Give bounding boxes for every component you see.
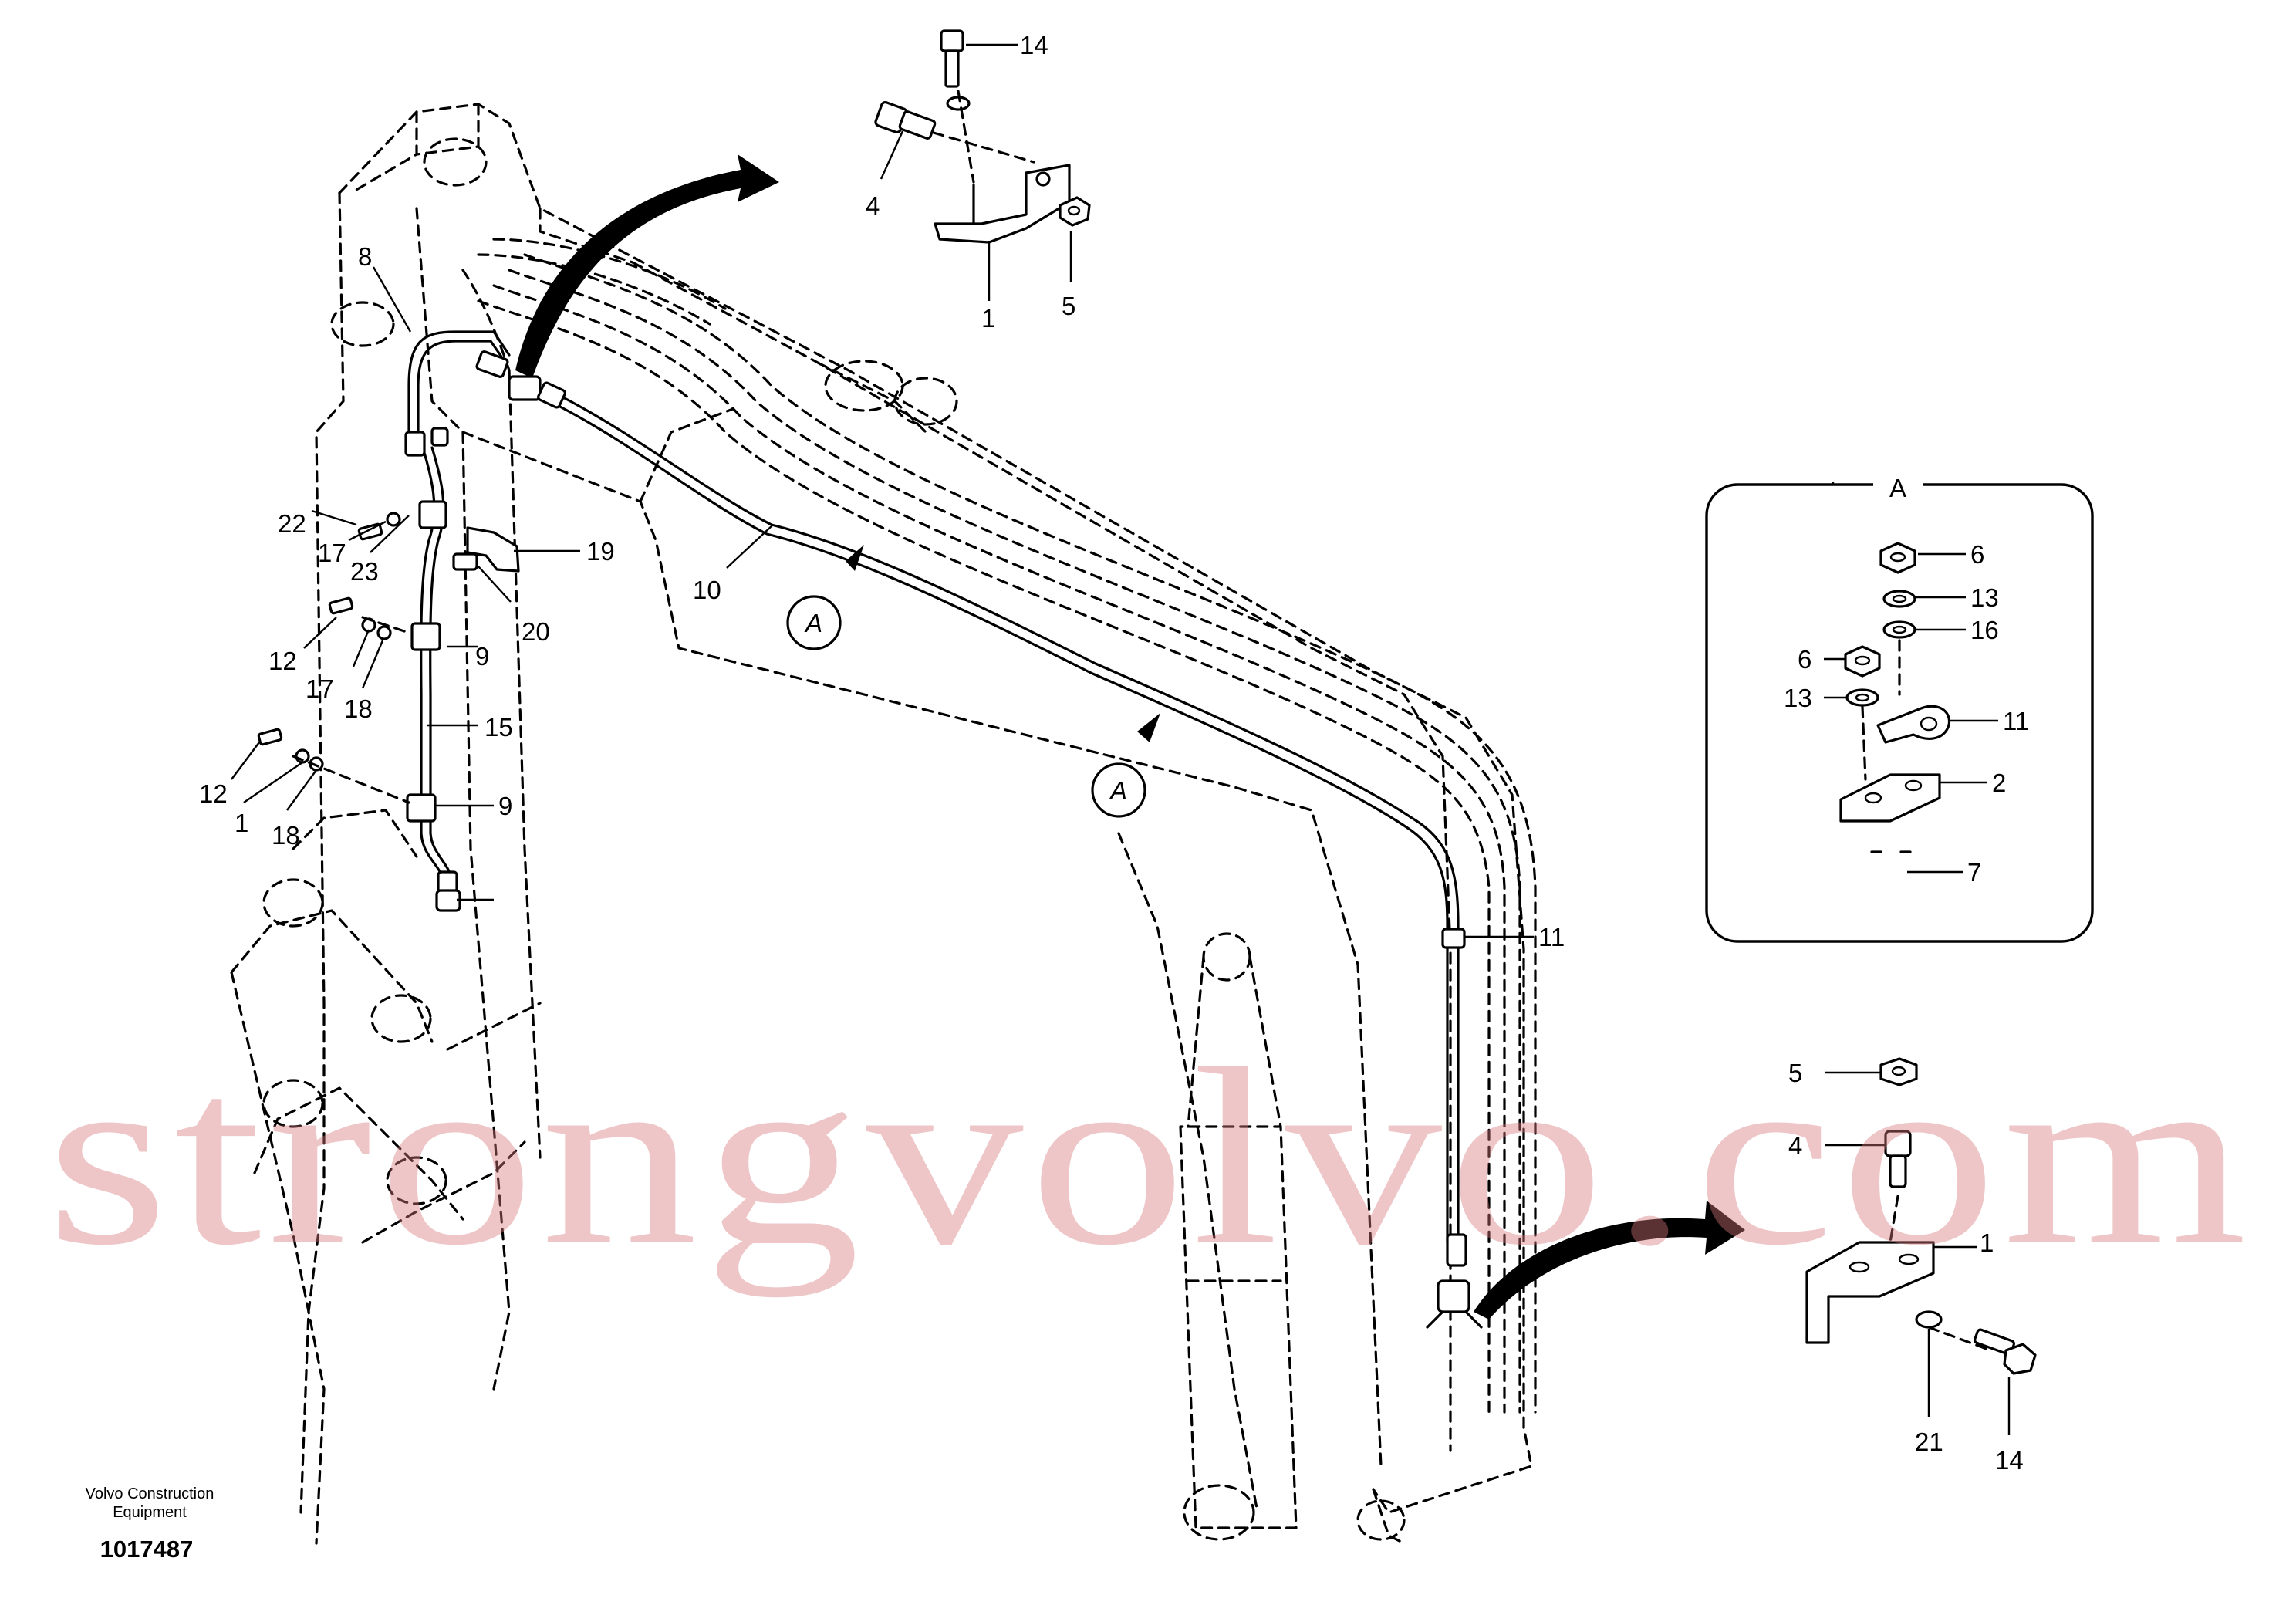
arrow-top [515,154,779,378]
pipe-routing [407,330,1460,1244]
detail-callout-6: 6 [1970,540,1984,569]
bottom-bracket-assembly [1805,1057,2037,1375]
detail-callout-13: 13 [1970,583,1999,612]
section-marker-label: A [1109,776,1127,805]
callout-18: 18 [344,694,373,723]
callout-5: 5 [1062,292,1075,320]
callout-20: 20 [522,617,550,646]
left-hardware [257,512,410,804]
callout-12: 12 [268,647,297,675]
callout-1: 1 [981,304,995,333]
callout-1: 1 [1980,1228,1994,1257]
drawing-number: 1017487 [100,1536,194,1563]
detail-callout-2: 2 [1992,769,2006,797]
callout-21: 21 [1915,1428,1943,1456]
watermark: strongvolvo.com [46,1016,2253,1298]
pipe-fitting [404,431,426,457]
publisher-name-line2: Equipment [113,1504,187,1521]
detail-view-A: A [1705,468,2094,943]
callout-15: 15 [485,713,513,742]
detail-callout-11: 11 [2003,707,2029,735]
callout-4: 4 [1788,1131,1802,1160]
arrow-bottom [1474,1201,1745,1320]
callout-11: 11 [1538,923,1565,951]
callout-17: 17 [318,539,346,567]
callout-arrows [515,154,1745,1320]
detail-callout-13: 13 [1784,684,1812,712]
detail-title: A [1889,474,1906,502]
section-marker-1: A [786,545,864,650]
section-marker-2: A [1091,713,1160,818]
callout-8: 8 [358,242,372,271]
callout-14: 14 [1995,1446,2024,1475]
callout-17: 17 [306,674,334,703]
section-marker-label: A [804,609,822,637]
callout-4: 4 [866,191,880,220]
detail-callout-16: 16 [1970,616,1999,644]
callout-labels: 14 4 1 5 8 22 17 23 19 20 10 12 17 18 9 … [199,31,2029,1475]
publisher-block: Volvo Construction Equipment 1017487 [86,1485,214,1563]
top-bracket-assembly [874,29,1091,244]
fittings [404,350,1483,1329]
callout-10: 10 [693,576,721,604]
callout-5: 5 [1788,1059,1802,1087]
detail-callout-7: 7 [1967,858,1981,887]
boom-outline [230,103,1533,1545]
callout-22: 22 [278,509,306,538]
callout-9: 9 [475,642,489,671]
leader-lines [231,43,2011,1435]
callout-12: 12 [199,779,228,808]
callout-9: 9 [498,792,512,820]
callout-1: 1 [235,809,248,837]
detail-callout-6: 6 [1798,645,1811,674]
callout-14: 14 [1020,31,1048,59]
publisher-name-line1: Volvo Construction [86,1485,214,1502]
bolt-head [940,29,964,52]
bracket-19 [452,526,520,573]
callout-18: 18 [272,821,300,850]
callout-23: 23 [350,557,379,586]
clamps [406,500,1466,949]
callout-19: 19 [586,537,615,566]
